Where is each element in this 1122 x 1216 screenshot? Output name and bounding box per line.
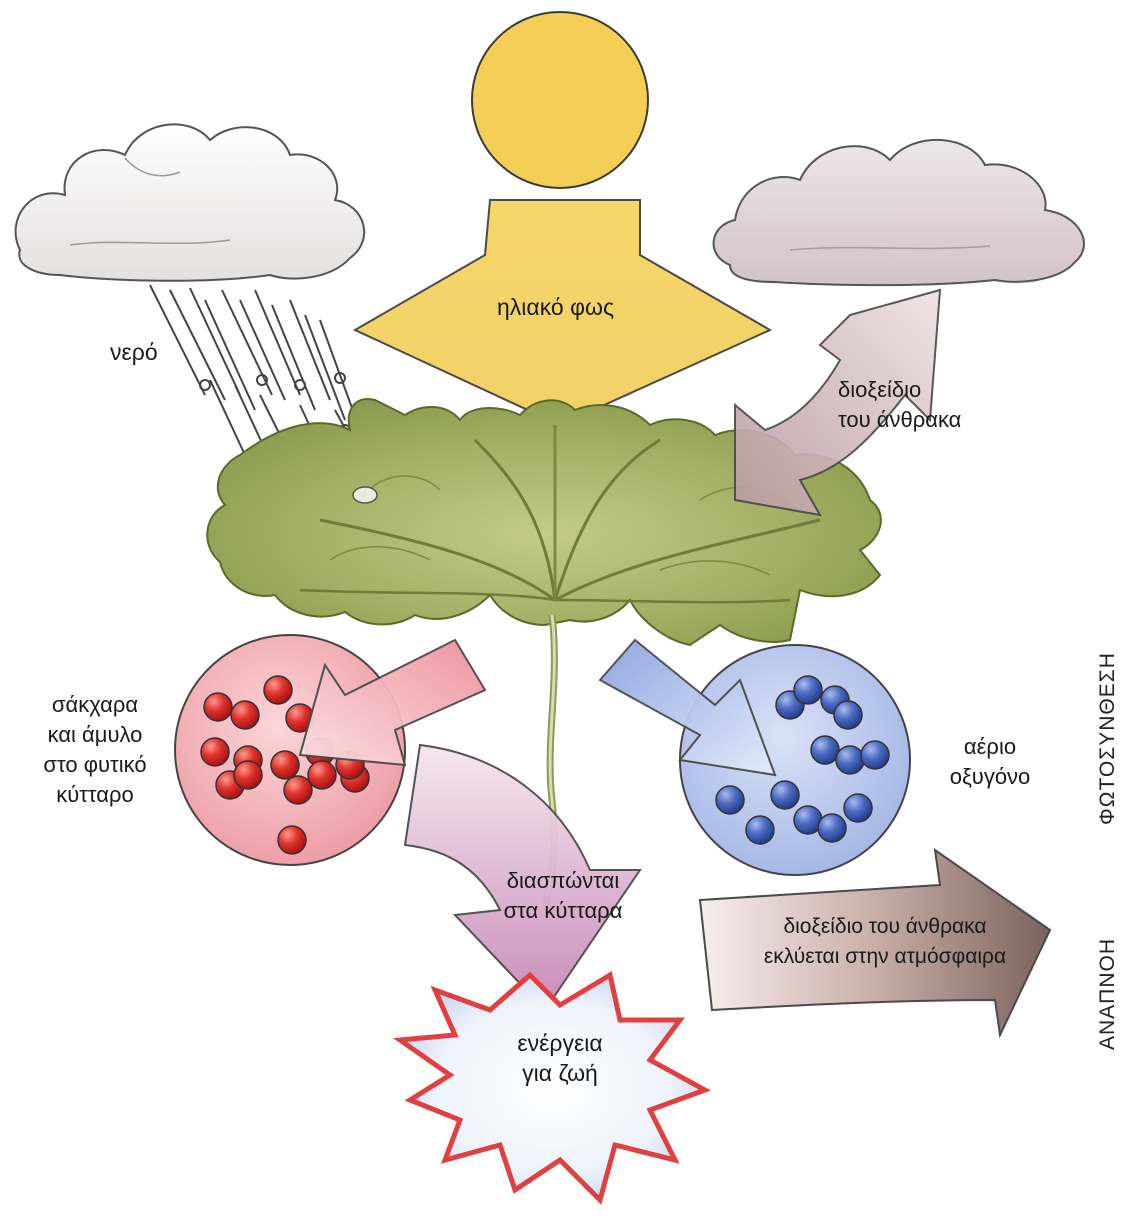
oxygen-molecule (861, 741, 889, 769)
sugar-molecule (284, 776, 312, 804)
oxygen-molecule (771, 781, 799, 809)
oxygen-molecule (716, 786, 744, 814)
oxygen-molecule (811, 736, 839, 764)
sugar-label-line1: σάκχαρα (20, 690, 170, 720)
breakdown-label-line2: στα κύτταρα (478, 896, 648, 926)
breakdown-label: διασπώνται στα κύτταρα (478, 866, 648, 926)
co2-intake-label: διοξείδιο του άνθρακα (838, 375, 961, 435)
sugar-molecule (278, 826, 306, 854)
cloud-right (714, 140, 1084, 285)
sugar-molecule (231, 701, 259, 729)
sugar-label-line2: και άμυλο (20, 720, 170, 750)
respiration-side-label: ΑΝΑΠΝΟΗ (1096, 938, 1120, 1050)
sugar-label-line3: στο φυτικό (20, 750, 170, 780)
sugar-label: σάκχαρα και άμυλο στο φυτικό κύτταρο (20, 690, 170, 810)
co2-release-label: διοξείδιο του άνθρακα εκλύεται στην ατμό… (735, 912, 1035, 972)
water-label: νερό (110, 337, 158, 367)
energy-label: ενέργεια για ζωή (485, 1028, 635, 1088)
oxygen-molecule (844, 794, 872, 822)
oxygen-molecule (836, 746, 864, 774)
co2-intake-label-line2: του άνθρακα (838, 405, 961, 435)
sunlight-label: ηλιακό φως (497, 292, 614, 322)
energy-label-line1: ενέργεια (485, 1028, 635, 1058)
co2-intake-label-line1: διοξείδιο (838, 375, 961, 405)
sugar-molecule (264, 676, 292, 704)
oxygen-label-line2: οξυγόνο (935, 762, 1045, 792)
sugar-molecule (201, 738, 229, 766)
co2-release-label-line1: διοξείδιο του άνθρακα (735, 912, 1035, 942)
oxygen-molecule (834, 701, 862, 729)
sugar-molecule (234, 761, 262, 789)
oxygen-molecule (746, 816, 774, 844)
sugar-molecule (204, 693, 232, 721)
oxygen-label-line1: αέριο (935, 732, 1045, 762)
co2-release-label-line2: εκλύεται στην ατμόσφαιρα (735, 942, 1035, 972)
breakdown-label-line1: διασπώνται (478, 866, 648, 896)
oxygen-molecule (818, 814, 846, 842)
photosynthesis-side-label: ΦΩΤΟΣΥΝΘΕΣΗ (1096, 652, 1120, 825)
energy-label-line2: για ζωή (485, 1058, 635, 1088)
sugar-label-line4: κύτταρο (20, 780, 170, 810)
sugar-molecule (271, 751, 299, 779)
oxygen-molecule (794, 676, 822, 704)
sun (472, 12, 648, 188)
sugar-molecule (308, 761, 336, 789)
cloud-left (16, 124, 365, 280)
oxygen-label: αέριο οξυγόνο (935, 732, 1045, 792)
